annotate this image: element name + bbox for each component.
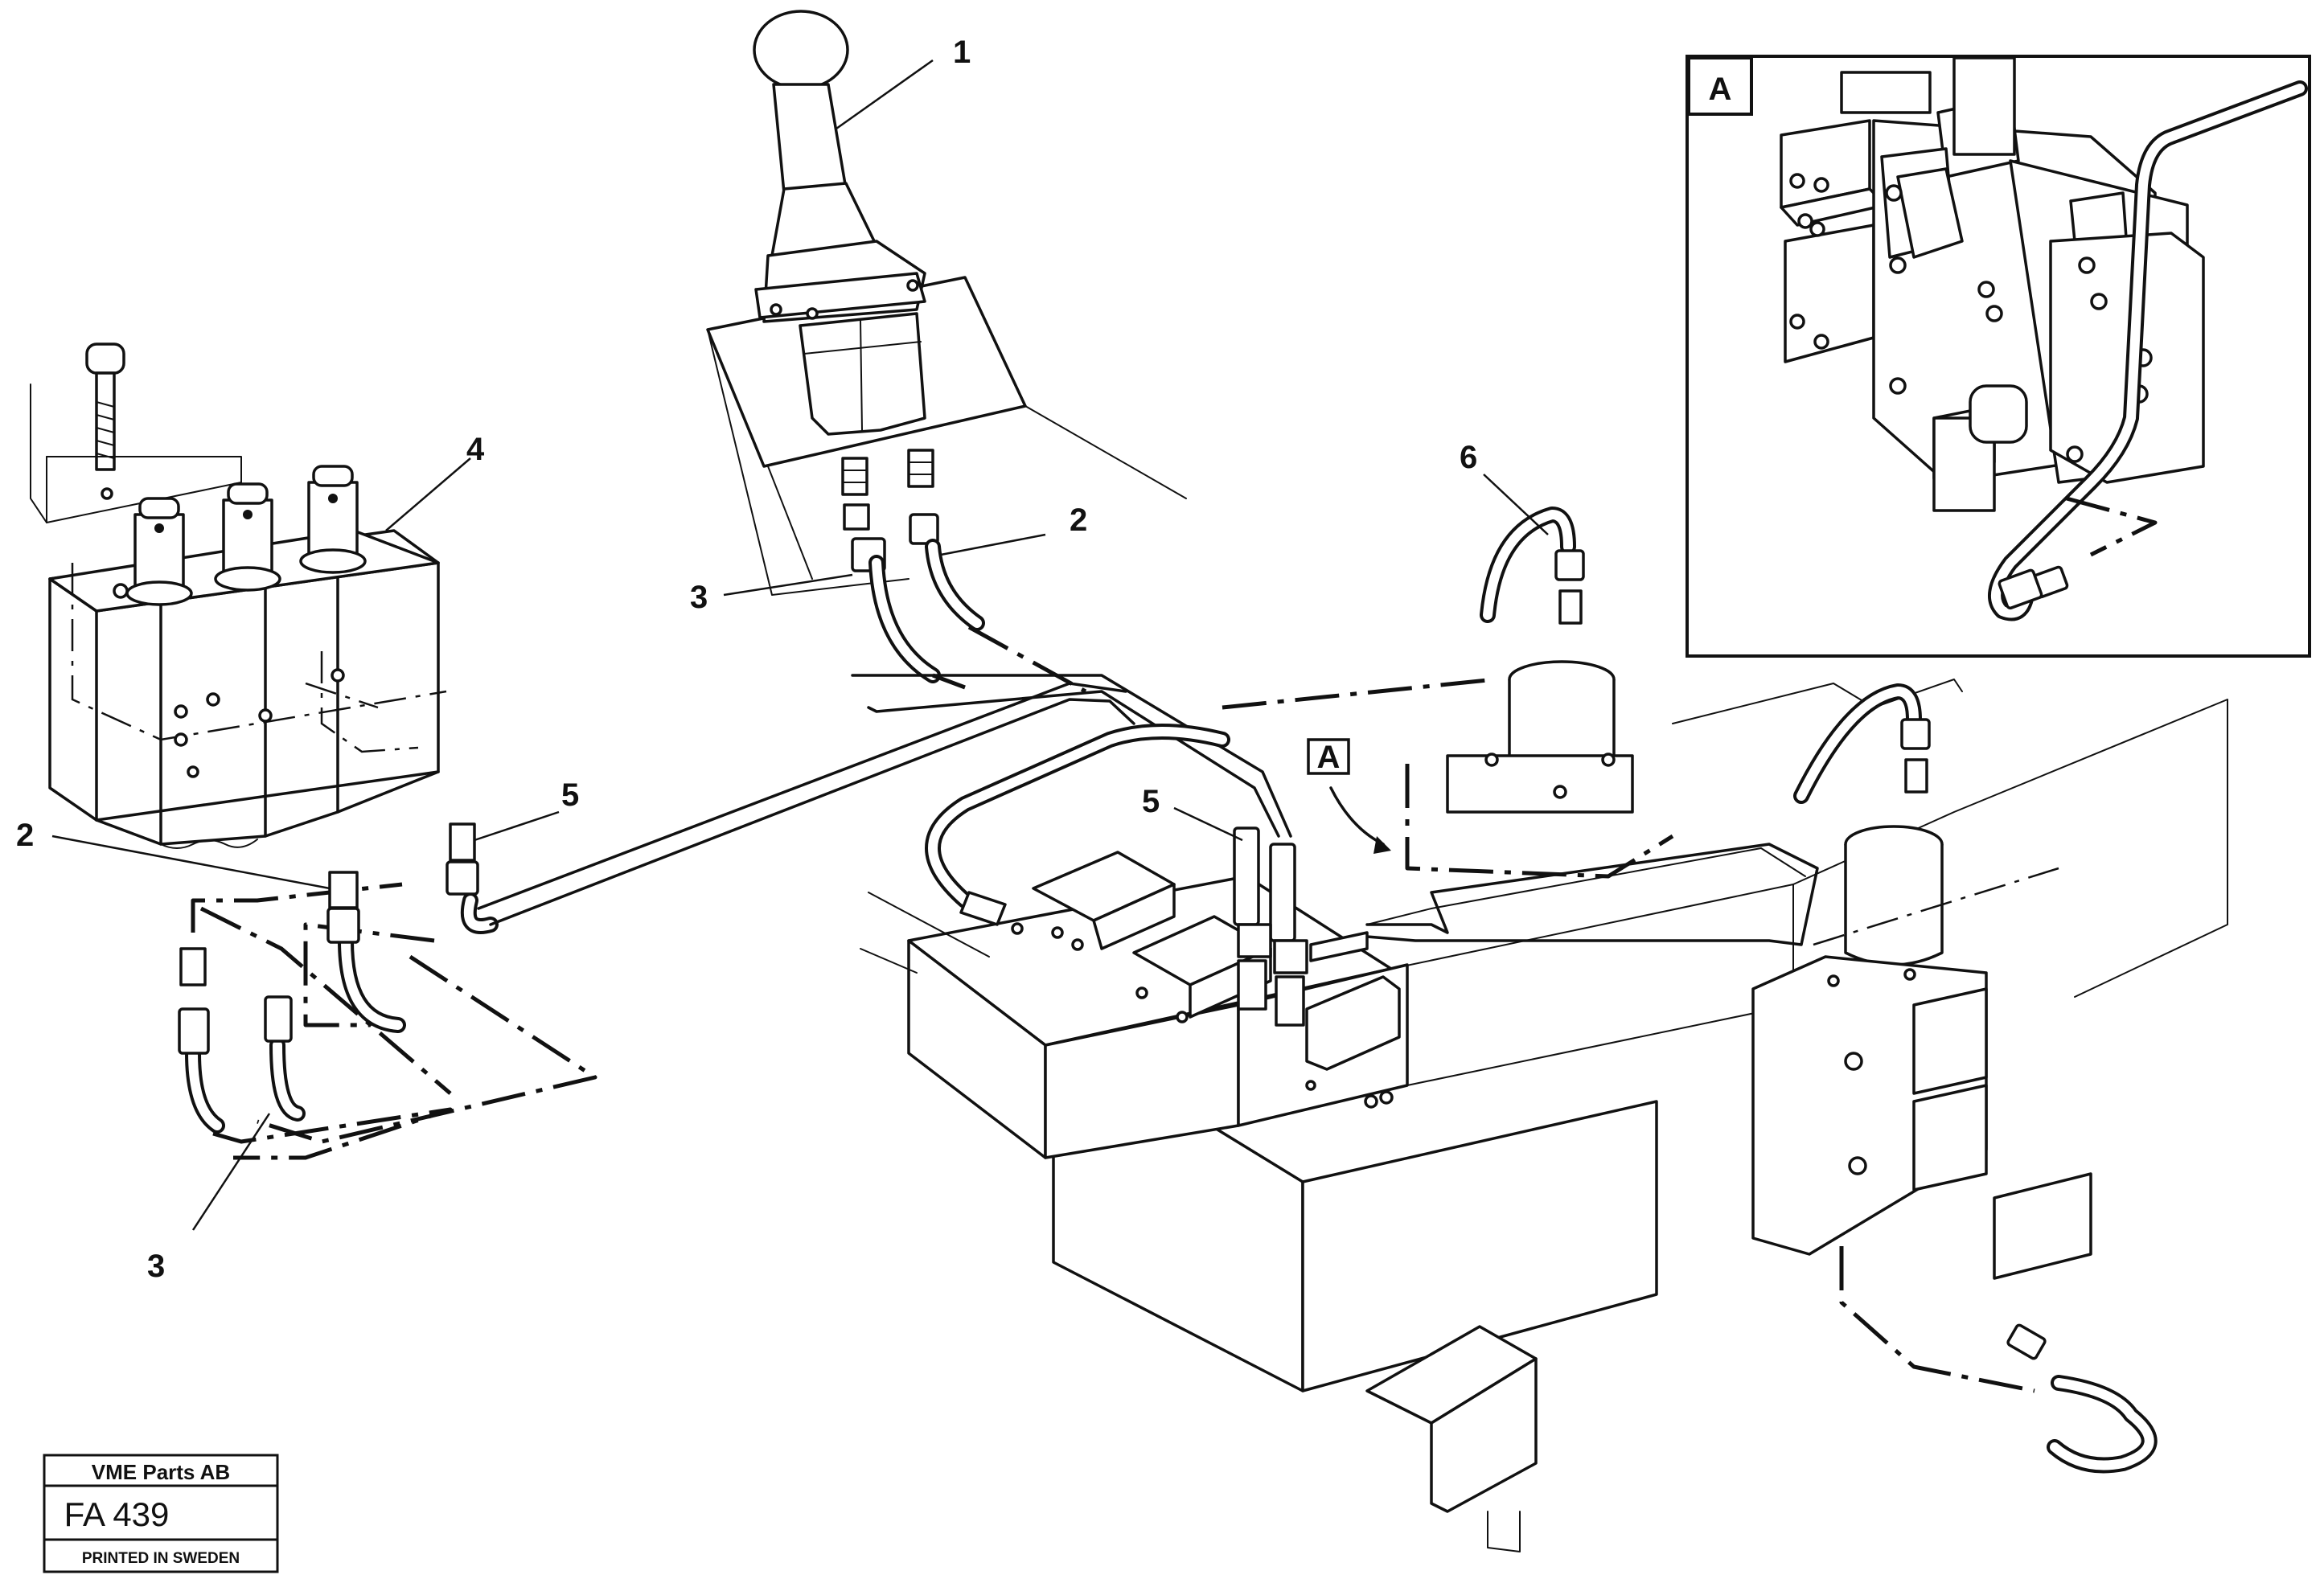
callout-numbers: 1 2 2 3 3 4 5 5 6 xyxy=(16,35,1477,1284)
solenoid-coil xyxy=(299,465,367,574)
callout-5: 5 xyxy=(1142,784,1160,819)
pressure-switch-valve xyxy=(1446,660,2092,1280)
detail-a-pointer: A xyxy=(1307,738,1391,854)
solenoid-coil xyxy=(214,482,281,592)
title-block-printed: PRINTED IN SWEDEN xyxy=(82,1550,240,1567)
pilot-lines xyxy=(185,507,2158,1474)
callout-5: 5 xyxy=(561,777,579,813)
detail-a-label: A xyxy=(1709,72,1732,107)
detail-a-pointer-label: A xyxy=(1317,740,1341,775)
bolt xyxy=(85,342,125,500)
solenoid-valve-block xyxy=(30,342,447,849)
callout-4: 4 xyxy=(466,432,485,467)
callout-2: 2 xyxy=(16,818,34,853)
callout-3: 3 xyxy=(690,580,708,615)
title-block-code: FA 439 xyxy=(64,1495,170,1533)
detail-a-label-box xyxy=(1687,56,1753,116)
callout-1: 1 xyxy=(953,35,971,70)
callout-2: 2 xyxy=(1070,502,1087,538)
fittings xyxy=(178,549,2047,1360)
title-block: VME Parts AB FA 439 PRINTED IN SWEDEN xyxy=(43,1454,279,1573)
callout-leaders xyxy=(51,59,1549,1231)
callout-3: 3 xyxy=(147,1249,165,1284)
detail-a-inset: A xyxy=(1686,55,2311,658)
solenoid-coil xyxy=(125,497,193,606)
servo-joystick xyxy=(706,10,1187,596)
callout-6: 6 xyxy=(1460,440,1477,475)
title-block-company: VME Parts AB xyxy=(92,1460,230,1484)
